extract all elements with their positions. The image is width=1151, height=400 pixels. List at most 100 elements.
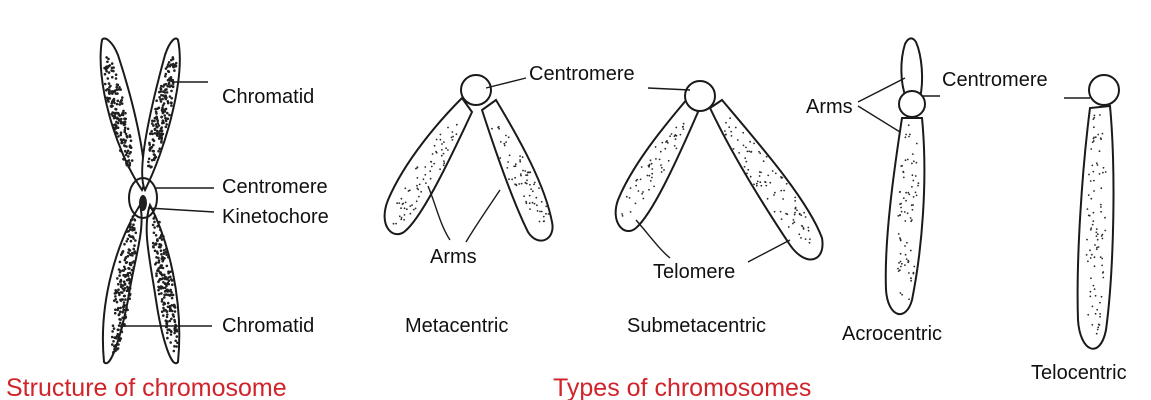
stipple-dot <box>1097 326 1099 328</box>
stipple-dot <box>130 219 133 222</box>
acrocentric-long-arm <box>886 118 925 314</box>
stipple-dot <box>901 294 903 296</box>
stipple-dot <box>897 268 899 270</box>
stipple-dot <box>127 238 130 241</box>
acrocentric-name: Acrocentric <box>842 323 942 345</box>
stipple-dot <box>742 132 744 134</box>
stipple-dot <box>759 181 761 183</box>
stipple-dot <box>735 127 737 129</box>
stipple-dot <box>1087 208 1089 210</box>
stipple-dot <box>148 142 151 145</box>
stipple-dot <box>522 156 524 158</box>
stipple-dot <box>651 163 653 165</box>
stipple-dot <box>642 198 644 200</box>
stipple-dot <box>120 326 123 329</box>
stipple-dot <box>163 252 166 255</box>
stipple-dot <box>147 161 150 164</box>
stipple-dot <box>125 306 128 309</box>
stipple-dot <box>504 145 506 147</box>
stipple-dot <box>897 215 899 217</box>
stipple-dot <box>515 163 517 165</box>
stipple-dot <box>793 221 795 223</box>
stipple-dot <box>162 307 165 310</box>
stipple-dot <box>1086 239 1088 241</box>
stipple-dot <box>519 155 521 157</box>
stipple-dot <box>733 148 735 150</box>
metacentric-arm-pointer-right <box>466 190 500 242</box>
stipple-dot <box>152 224 155 227</box>
stipple-dot <box>171 294 174 297</box>
stipple-dot <box>519 159 521 161</box>
stipple-dot <box>905 159 907 161</box>
telocentric-chromosome: Telocentric <box>1031 75 1127 384</box>
stipple-dot <box>157 150 160 153</box>
stipple-dot <box>1089 215 1091 217</box>
stipple-dot <box>1090 227 1092 229</box>
stipple-dot <box>1100 138 1102 140</box>
stipple-dot <box>119 307 122 310</box>
acrocentric-arms-pointer-bottom <box>858 106 900 132</box>
stipple-dot <box>766 156 768 158</box>
stipple-dot <box>660 151 662 153</box>
stipple-dot <box>1100 206 1102 208</box>
stipple-dot <box>629 197 631 199</box>
stipple-dot <box>799 213 801 215</box>
stipple-dot <box>800 237 802 239</box>
stipple-dot <box>111 90 114 93</box>
stipple-dot <box>119 261 122 264</box>
stipple-dot <box>129 162 132 165</box>
stipple-dot <box>533 184 535 186</box>
stipple-dot <box>157 289 160 292</box>
stipple-dot <box>753 184 755 186</box>
metacentric-arm-pointer-left <box>428 186 450 240</box>
stipple-dot <box>166 310 169 313</box>
stipple-dot <box>108 82 111 85</box>
stipple-dot <box>1092 141 1094 143</box>
stipple-dot <box>135 232 138 235</box>
metacentric-chromosome: Centromere Arms Metacentric <box>385 63 635 337</box>
stipple-dot <box>621 213 623 215</box>
stipple-dot <box>535 197 537 199</box>
stipple-dot <box>661 171 663 173</box>
stipple-dot <box>666 140 668 142</box>
stipple-dot <box>541 201 543 203</box>
stipple-dot <box>744 166 746 168</box>
kinetochore <box>139 195 147 211</box>
stipple-dot <box>124 257 127 260</box>
stipple-dot <box>907 212 909 214</box>
stipple-dot <box>505 141 507 143</box>
stipple-dot <box>159 237 162 240</box>
stipple-dot <box>530 188 532 190</box>
stipple-dot <box>113 129 116 132</box>
stipple-dot <box>113 345 116 348</box>
stipple-dot <box>409 189 411 191</box>
stipple-dot <box>418 196 420 198</box>
stipple-dot <box>905 254 907 256</box>
stipple-dot <box>155 262 158 265</box>
stipple-dot <box>133 252 136 255</box>
stipple-dot <box>164 117 167 120</box>
stipple-dot <box>170 59 173 62</box>
stipple-dot <box>661 167 663 169</box>
stipple-dot <box>425 182 427 184</box>
stipple-dot <box>626 196 628 198</box>
stipple-dot <box>899 203 901 205</box>
stipple-dot <box>133 218 136 221</box>
stipple-dot <box>503 143 505 145</box>
stipple-dot <box>1090 291 1092 293</box>
stipple-dot <box>131 261 134 264</box>
stipple-dot <box>155 132 158 135</box>
stipple-dot <box>128 166 131 169</box>
stipple-dot <box>165 322 168 325</box>
stipple-dot <box>443 160 445 162</box>
stipple-dot <box>725 134 727 136</box>
stipple-dot <box>539 211 541 213</box>
stipple-dot <box>675 138 677 140</box>
stipple-dot <box>129 262 132 265</box>
stipple-dot <box>674 135 676 137</box>
stipple-dot <box>663 169 665 171</box>
stipple-dot <box>1099 302 1101 304</box>
stipple-dot <box>1090 180 1092 182</box>
stipple-dot <box>148 158 151 161</box>
stipple-dot <box>1095 136 1097 138</box>
